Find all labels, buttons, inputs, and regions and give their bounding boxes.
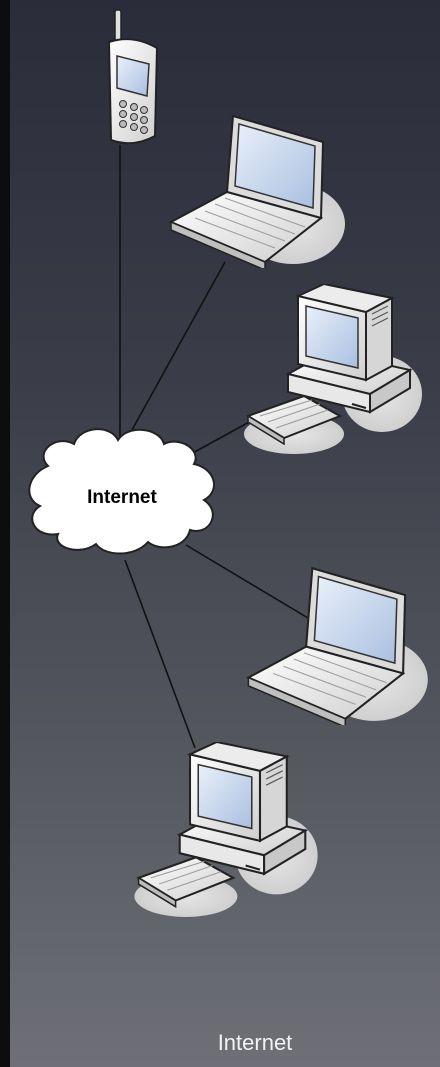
desktop-computer-icon [134, 742, 317, 917]
laptop-icon [171, 116, 345, 270]
desktop-computer-icon [244, 284, 422, 454]
diagram-caption: Internet [0, 1030, 440, 1056]
link-laptop-2 [186, 545, 318, 624]
mobile-phone-icon [109, 10, 157, 143]
link-laptop-1 [122, 262, 225, 448]
cloud-label: Internet [87, 487, 157, 508]
link-desktop-2 [125, 560, 195, 748]
laptop-icon [248, 568, 427, 727]
cloud-icon: Internet [29, 429, 214, 553]
